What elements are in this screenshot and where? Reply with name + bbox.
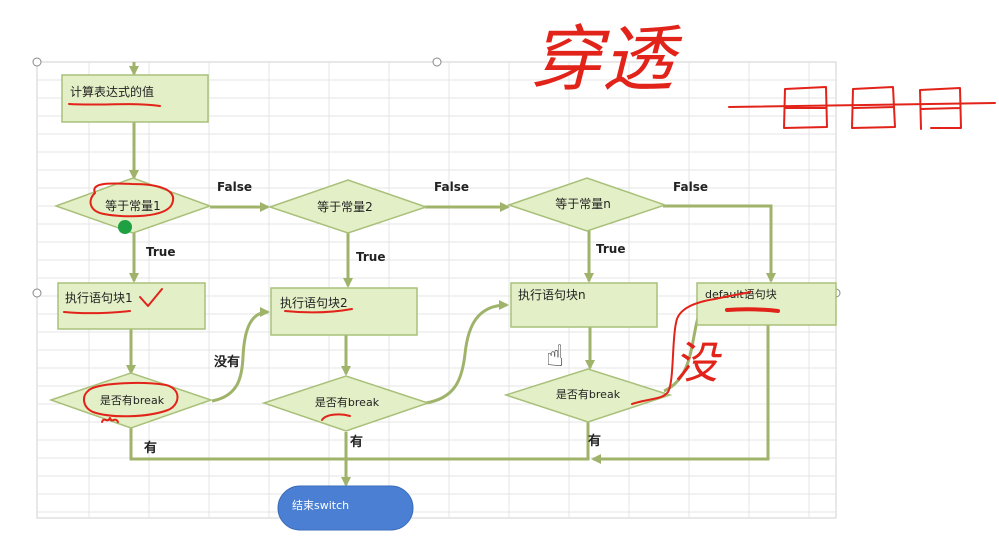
annotation-curve [631, 291, 751, 405]
scribble-1 [783, 86, 828, 129]
eqn-label: 等于常量n [555, 197, 611, 211]
has-break-label-1: 有 [144, 440, 157, 456]
strikethrough-line [728, 102, 996, 108]
selection-handle [32, 57, 42, 67]
calc-node: 计算表达式的值 [61, 74, 209, 123]
true-label-n: True [596, 242, 625, 256]
eq1-decision: 等于常量1 [53, 177, 213, 234]
eq1-label: 等于常量1 [105, 199, 161, 213]
eq2-label: 等于常量2 [317, 200, 373, 214]
false-label-3: False [673, 180, 708, 194]
selection-handle [32, 288, 42, 298]
break1-label: 是否有break [100, 393, 165, 407]
scribble-3 [919, 87, 962, 130]
connectors [126, 62, 776, 487]
cursor-dot [118, 220, 132, 234]
exec1-label: 执行语句块1 [65, 291, 133, 305]
underline-default [725, 307, 780, 313]
false-label-1: False [217, 180, 252, 194]
edge-break1-end [129, 427, 346, 461]
wave-break1 [101, 417, 119, 423]
no-annotation: 没 [674, 338, 722, 389]
handwritten-annotations: 穿透 没 [63, 17, 996, 423]
underline-exec1 [63, 310, 131, 315]
eqn-decision: 等于常量n [506, 177, 668, 232]
execn-label: 执行语句块n [518, 288, 586, 302]
breakn-decision: 是否有break [503, 368, 673, 423]
has-break-label-n: 有 [588, 433, 601, 449]
true-label-1: True [146, 245, 175, 259]
checkmark-exec1 [139, 288, 163, 307]
false-label-2: False [434, 180, 469, 194]
default-block: default语句块 [696, 282, 837, 326]
calc-label: 计算表达式的值 [70, 84, 154, 99]
break2-label: 是否有break [315, 395, 380, 409]
scribble-2 [851, 86, 896, 129]
eq2-decision: 等于常量2 [267, 179, 429, 234]
break2-decision: 是否有break [261, 375, 431, 432]
breakn-label: 是否有break [556, 387, 621, 401]
edge-default-end [591, 325, 770, 464]
no-break-label: 没有 [214, 354, 240, 370]
fall-through-annotation: 穿透 [530, 17, 683, 101]
exec1-block: 执行语句块1 [57, 282, 206, 330]
end-terminal: 结束switch [277, 485, 414, 531]
underline-break2 [321, 413, 351, 421]
selection-handle [432, 57, 442, 67]
circle-eq1 [89, 182, 175, 218]
edge-break2-execn [425, 300, 509, 405]
execn-block: 执行语句块n [510, 282, 658, 328]
hand-cursor-icon: ☝ [546, 339, 564, 374]
exec2-label: 执行语句块2 [280, 296, 348, 310]
underline-calc [68, 103, 161, 107]
circle-break1 [83, 382, 179, 418]
edge-breakn-end [346, 422, 590, 461]
true-label-2: True [356, 250, 385, 264]
end-label: 结束switch [292, 499, 349, 512]
has-break-label-2: 有 [350, 434, 363, 450]
underline-exec2 [284, 308, 353, 314]
edge-break1-exec2 [211, 307, 270, 403]
edge-eqn-default [663, 204, 776, 283]
